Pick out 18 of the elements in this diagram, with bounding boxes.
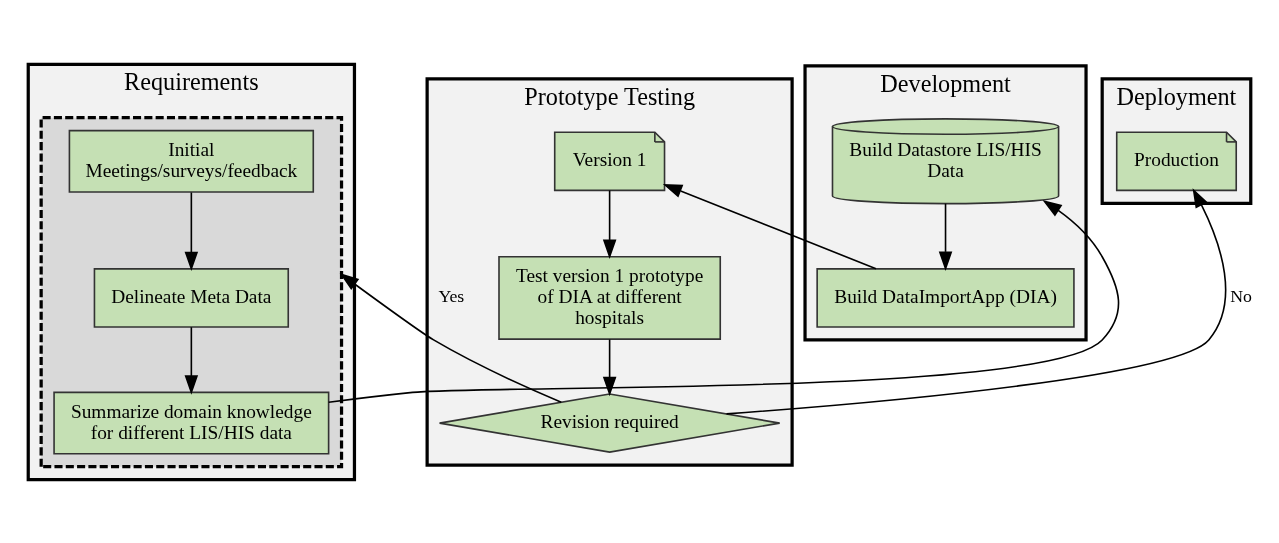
arrow [602, 189, 617, 259]
arrow [327, 199, 1120, 403]
arrow [938, 202, 953, 271]
arrow [339, 272, 563, 403]
edge-label: No [1230, 285, 1252, 306]
arrow [184, 191, 199, 271]
arrow [184, 325, 199, 395]
node-box: Summarize domain knowledge for different LIS/HIS data [53, 391, 330, 455]
arrow [662, 183, 877, 269]
node-box: Initial Meetings/surveys/feedback [68, 129, 315, 193]
node-box: Delineate Meta Data [93, 267, 290, 328]
arrow [725, 187, 1227, 415]
node-diamond: Revision required [438, 392, 781, 453]
edge-label: Yes [438, 285, 465, 306]
node-box: Build DataImportApp (DIA) [816, 267, 1075, 328]
cluster [39, 115, 344, 468]
arrow [602, 338, 617, 396]
node-box: Test version 1 prototype of DIA at different hospitals [498, 255, 722, 340]
